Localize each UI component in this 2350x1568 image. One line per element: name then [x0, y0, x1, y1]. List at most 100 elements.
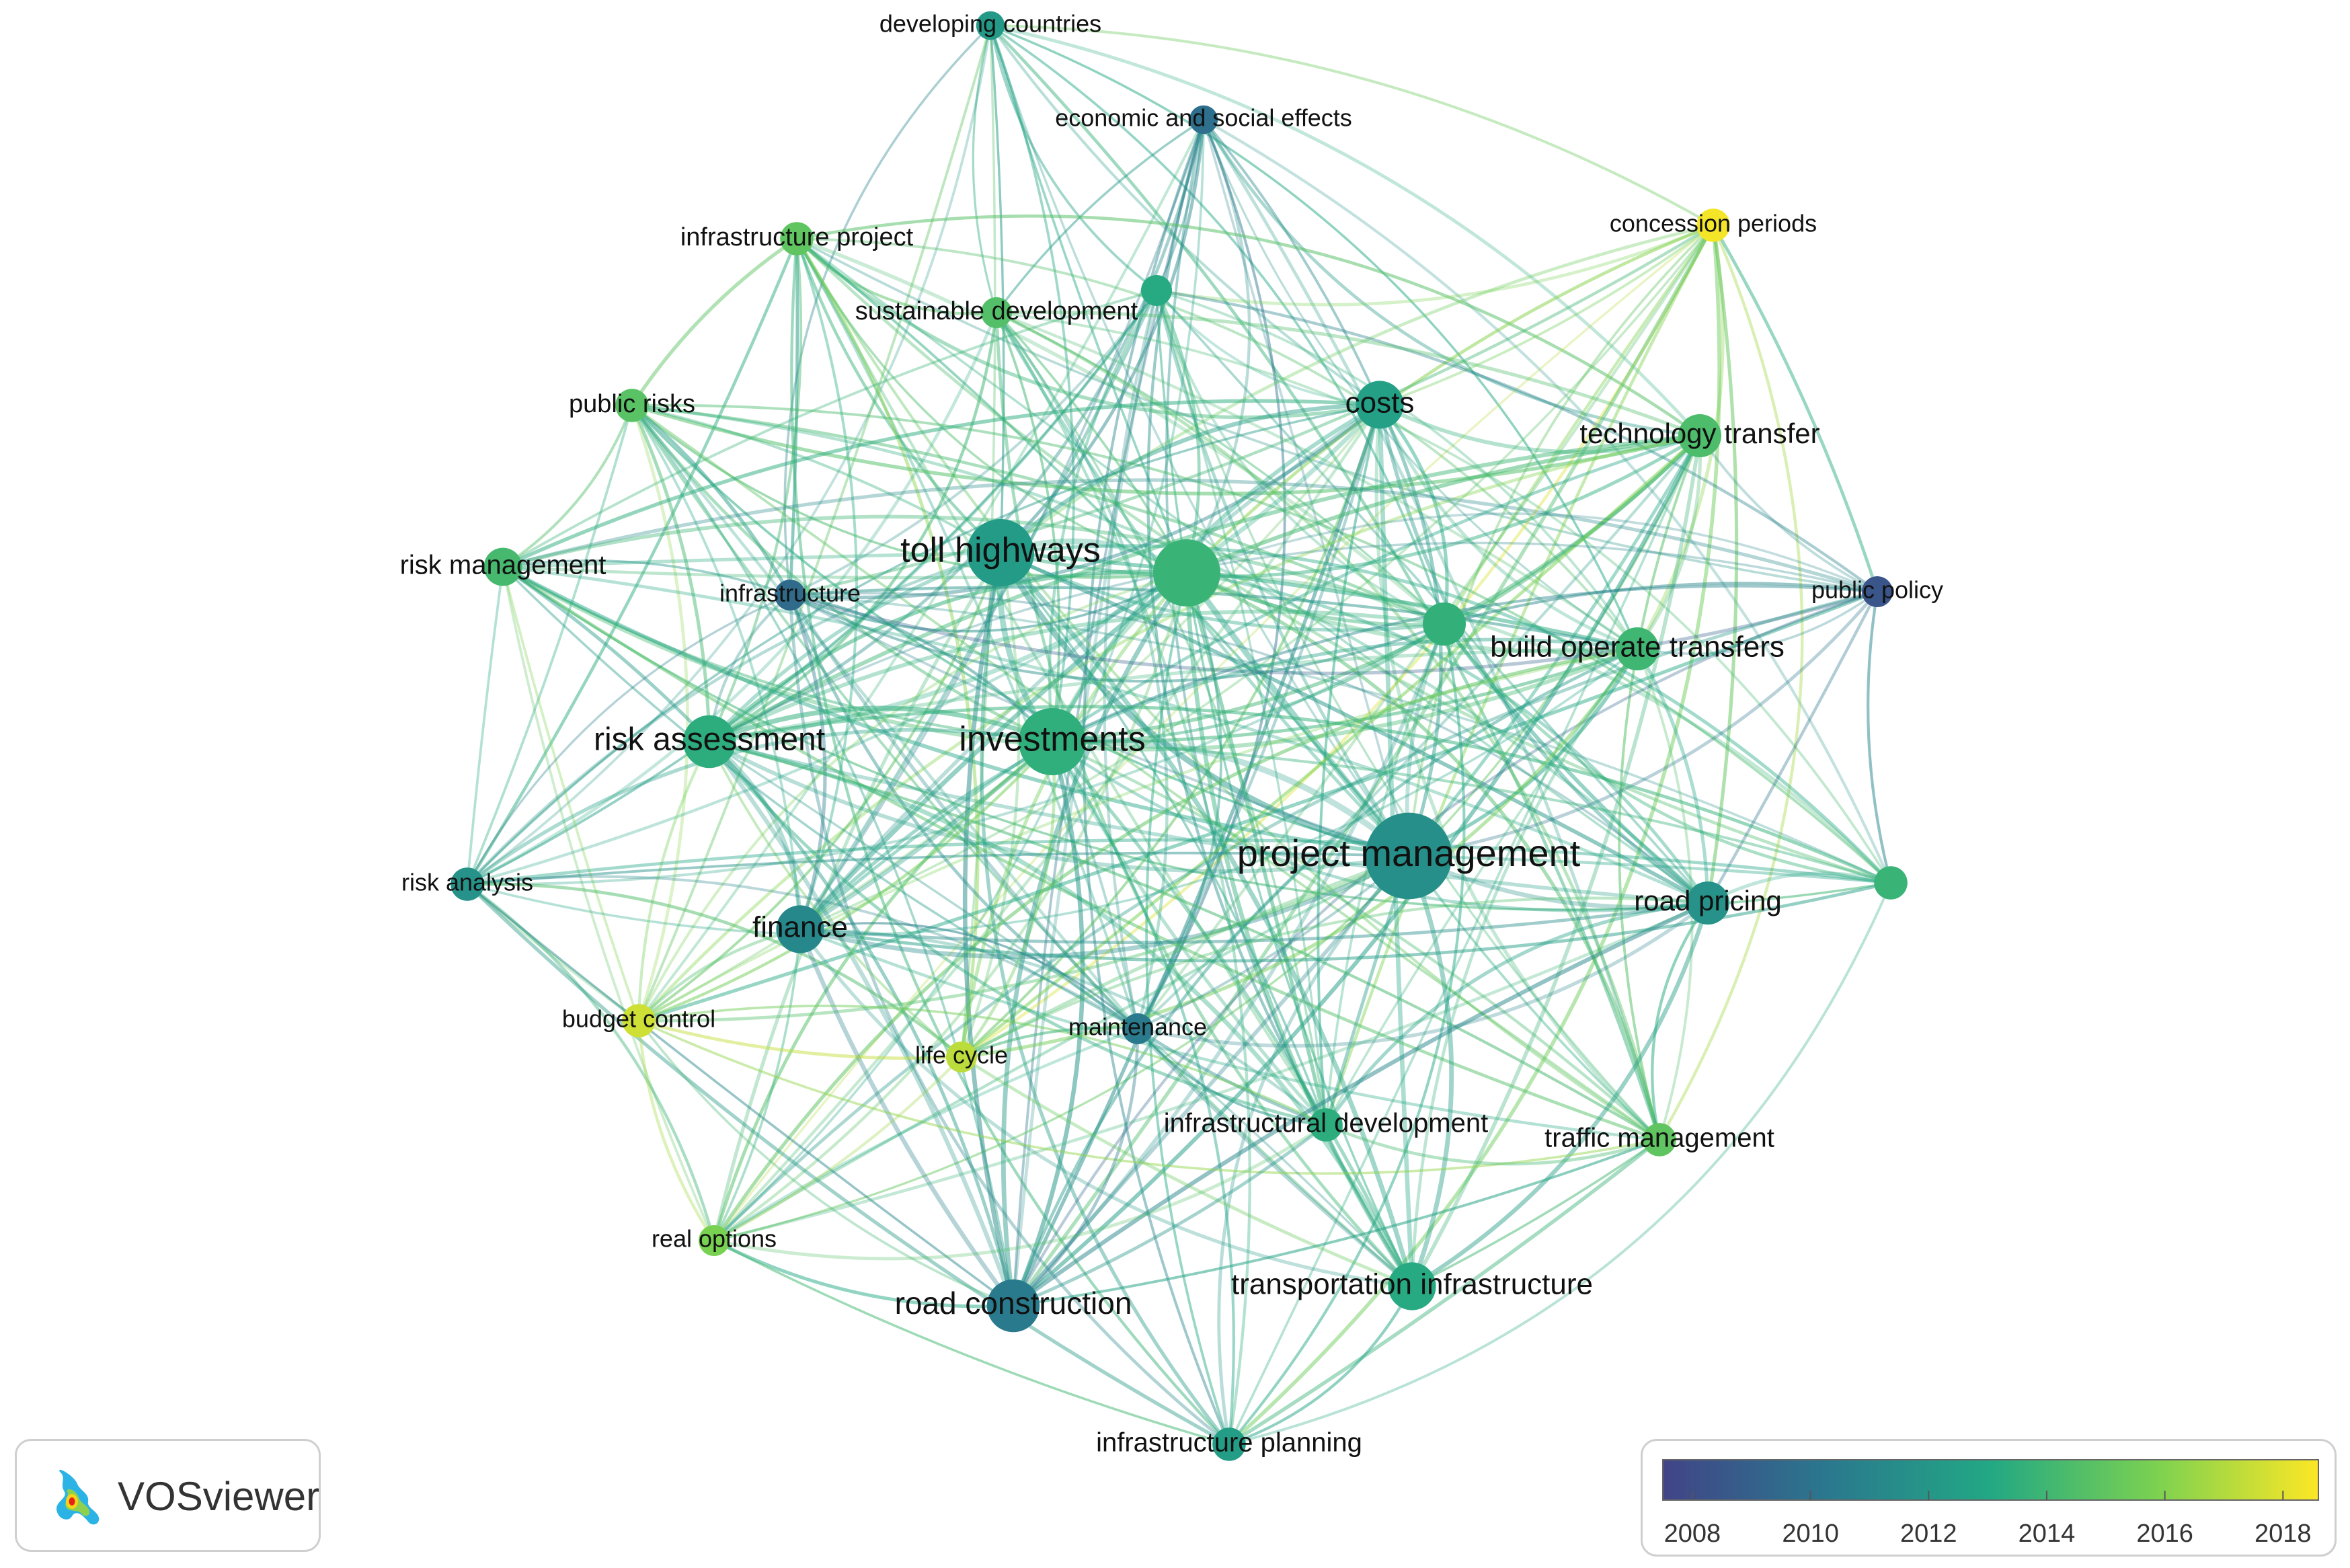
network-edge	[707, 551, 1001, 743]
network-edge	[713, 1027, 1138, 1242]
node-label-risk-assessment: risk assessment	[594, 722, 825, 758]
node-risk-management[interactable]	[483, 547, 522, 586]
network-edge	[466, 403, 1380, 886]
network-edge	[1228, 1138, 1661, 1446]
network-edge	[996, 311, 1892, 884]
network-edge	[1013, 1124, 1327, 1308]
network-edge	[637, 1019, 1014, 1307]
network-edge	[637, 434, 1700, 1022]
node-toll-highways[interactable]	[967, 519, 1034, 586]
node-build-operate-transfers[interactable]	[1616, 627, 1659, 670]
network-edge	[789, 572, 1187, 633]
node-infrastructure-project[interactable]	[780, 222, 814, 256]
node-infrastructure[interactable]	[775, 580, 806, 611]
network-edge	[708, 434, 1700, 744]
network-edge	[1186, 512, 1878, 593]
network-edge	[467, 875, 1139, 1030]
network-edge	[1051, 740, 1709, 912]
network-edge	[789, 590, 1878, 675]
network-edge	[709, 541, 1878, 743]
network-edge	[708, 238, 803, 742]
node-infrastructure-planning[interactable]	[1212, 1427, 1246, 1461]
network-edge	[960, 854, 1409, 1059]
node-risk-assessment[interactable]	[682, 715, 736, 769]
network-edge	[796, 214, 1701, 437]
network-edge	[631, 403, 1700, 496]
node-label-toll-highways: toll highways	[900, 531, 1101, 570]
node-road-construction[interactable]	[986, 1279, 1040, 1333]
network-edge	[960, 741, 1056, 1058]
node-risk-analysis[interactable]	[451, 867, 484, 901]
network-edge	[1411, 1138, 1661, 1288]
network-edge	[502, 565, 1409, 858]
node-sustainable-development-a[interactable]	[1141, 275, 1172, 306]
node-unlabeled-mid[interactable]	[1423, 602, 1466, 645]
network-edge	[1051, 740, 1235, 1445]
node-investments[interactable]	[1019, 708, 1086, 775]
network-edge	[799, 853, 1410, 959]
network-edge	[799, 901, 1709, 944]
network-edge	[1444, 582, 1878, 626]
node-costs[interactable]	[1356, 381, 1404, 429]
node-public-risks[interactable]	[615, 389, 649, 422]
network-edge	[467, 882, 963, 1058]
node-unlabeled-right[interactable]	[1874, 866, 1908, 900]
network-edge	[1185, 119, 1251, 574]
node-project-management[interactable]	[1365, 812, 1452, 900]
network-edge	[712, 740, 1054, 1241]
network-edge	[708, 289, 1158, 743]
network-edge	[502, 565, 1891, 911]
network-edge	[1378, 403, 1449, 625]
node-label-infrastructure-project: infrastructure project	[680, 223, 914, 251]
node-public-policy[interactable]	[1862, 576, 1893, 607]
network-edge	[631, 403, 1892, 884]
network-edge	[1228, 435, 1701, 1445]
network-edge	[998, 551, 1415, 1287]
node-technology-transfer[interactable]	[1678, 414, 1721, 457]
network-edge	[1103, 290, 1159, 1029]
node-maintenance[interactable]	[1122, 1013, 1153, 1044]
network-edge	[1185, 571, 1445, 627]
node-sustainable-development[interactable]	[981, 297, 1012, 328]
network-edge	[1228, 1286, 1413, 1446]
network-edge	[1052, 434, 1701, 744]
network-edge	[789, 592, 1709, 904]
network-edge	[713, 1239, 1230, 1446]
network-edge	[502, 559, 791, 596]
network-edge	[713, 590, 1878, 1242]
node-transportation-infrastructure[interactable]	[1388, 1262, 1436, 1310]
network-edge	[1374, 404, 1661, 1141]
network-edge	[467, 851, 1409, 886]
node-road-pricing[interactable]	[1686, 881, 1729, 925]
network-edge	[1011, 647, 1638, 1306]
node-label-infrastructural-development: infrastructural development	[1164, 1109, 1488, 1138]
network-edge	[637, 25, 992, 1021]
node-traffic-management[interactable]	[1643, 1123, 1676, 1157]
network-edge	[709, 739, 1414, 1288]
network-edge	[1136, 1027, 1413, 1288]
node-finance[interactable]	[776, 905, 824, 953]
network-edge	[638, 1019, 962, 1060]
node-unlabeled-large[interactable]	[1153, 539, 1220, 606]
network-edge	[708, 740, 1409, 873]
node-label-transportation-infrastructure: transportation infrastructure	[1231, 1268, 1593, 1301]
network-edge	[466, 25, 992, 886]
network-edge	[1378, 403, 1700, 455]
network-edge	[708, 119, 1206, 744]
node-real-options[interactable]	[699, 1225, 730, 1256]
node-economic-social-effects[interactable]	[1189, 105, 1218, 134]
network-edge	[1048, 289, 1158, 742]
network-edge	[999, 223, 1714, 554]
network-edge	[1202, 118, 1381, 405]
network-edge	[502, 551, 1001, 569]
node-developing-countries[interactable]	[976, 11, 1005, 40]
node-budget-control[interactable]	[622, 1004, 656, 1037]
node-infrastructural-development[interactable]	[1309, 1108, 1343, 1142]
network-edge	[961, 1026, 1138, 1058]
network-edge	[631, 404, 1139, 1030]
node-concession-periods[interactable]	[1696, 208, 1730, 242]
network-edge	[995, 311, 1188, 574]
network-edge	[502, 405, 633, 568]
node-label-road-pricing: road pricing	[1634, 885, 1781, 916]
node-life-cycle[interactable]	[946, 1042, 977, 1072]
